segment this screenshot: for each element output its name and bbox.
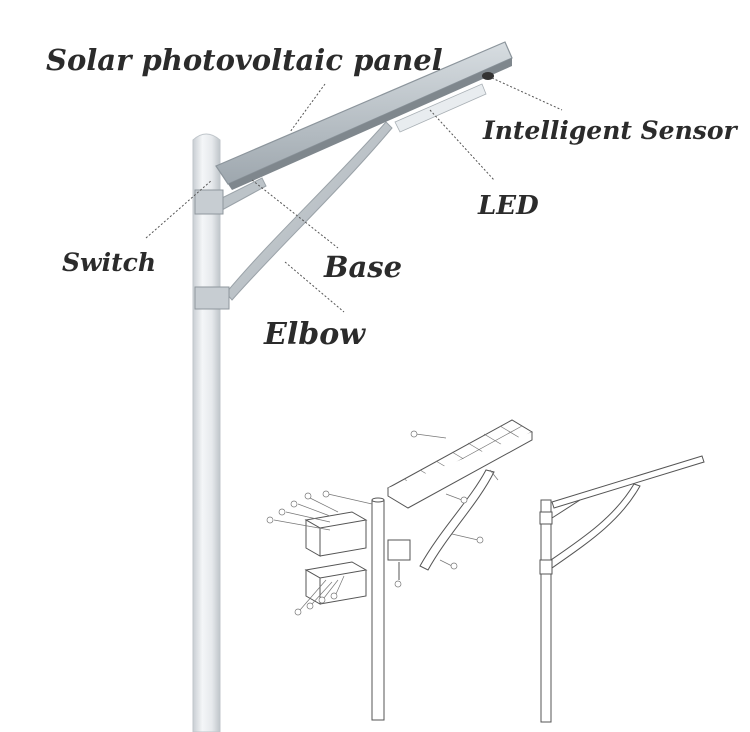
upper-bracket bbox=[304, 511, 368, 557]
label-led: LED bbox=[478, 191, 539, 221]
exploded-pole bbox=[371, 499, 385, 721]
label-base: Base bbox=[324, 250, 403, 284]
side-arm bbox=[547, 483, 641, 569]
label-solar-panel: Solar photovoltaic panel bbox=[46, 43, 443, 77]
callout-circles bbox=[266, 430, 484, 616]
main-streetlight bbox=[192, 41, 513, 732]
side-upper-clamp bbox=[539, 511, 553, 525]
lower-clamp bbox=[194, 286, 230, 310]
middle-clamp bbox=[387, 539, 411, 580]
side-pole bbox=[540, 499, 552, 723]
exploded-arm bbox=[419, 469, 495, 571]
side-panel bbox=[551, 455, 705, 509]
elbow-arm bbox=[225, 121, 393, 301]
upper-clamp bbox=[194, 189, 224, 215]
lower-bracket bbox=[304, 561, 368, 605]
leader-elbow bbox=[284, 261, 345, 313]
leader-sensor bbox=[491, 77, 563, 111]
exploded-view bbox=[266, 419, 534, 721]
side-view bbox=[539, 455, 705, 723]
callouts bbox=[273, 433, 499, 611]
side-lower-clamp bbox=[539, 559, 553, 575]
pole bbox=[192, 133, 221, 732]
leader-lines bbox=[145, 77, 563, 313]
leader-switch bbox=[145, 179, 213, 239]
intelligent-sensor bbox=[482, 72, 494, 80]
panel-underside bbox=[228, 58, 512, 190]
leader-panel bbox=[289, 83, 326, 133]
led-module bbox=[394, 83, 487, 133]
label-intelligent-sensor: Intelligent Sensor bbox=[483, 116, 737, 145]
label-elbow: Elbow bbox=[264, 317, 366, 352]
label-switch: Switch bbox=[62, 248, 157, 277]
